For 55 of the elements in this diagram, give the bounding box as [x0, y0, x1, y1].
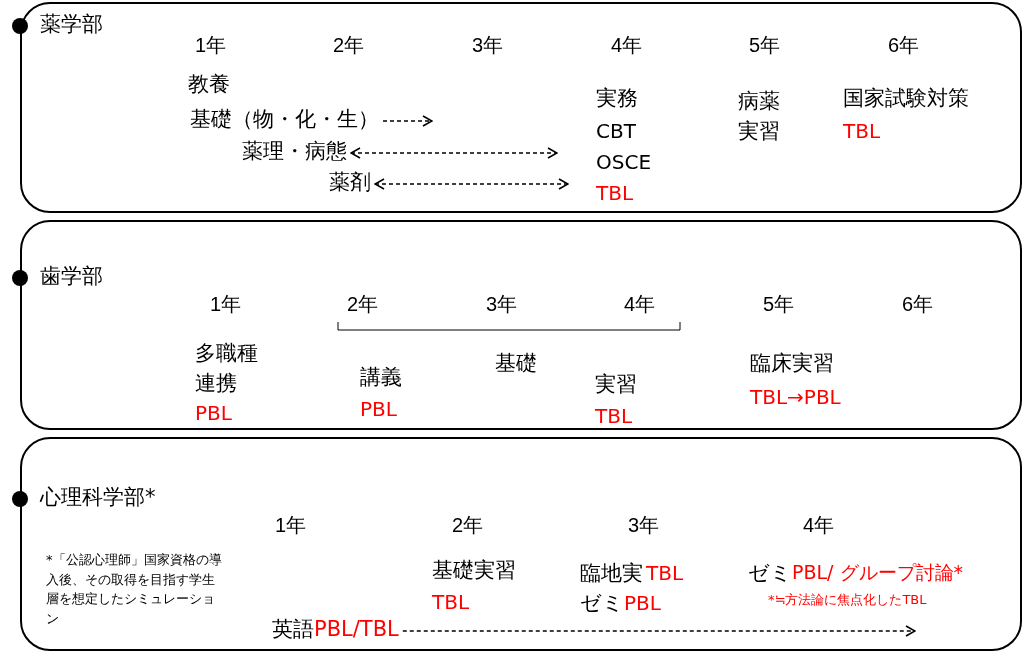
subject-text: TBL — [646, 561, 684, 585]
subject-text: PBL — [195, 401, 232, 425]
section-heading: 心理科学部* — [40, 485, 156, 511]
subject-text: 基礎 — [495, 351, 537, 377]
subject-text: TBL→PBL — [750, 385, 841, 409]
subject-text: 国家試験対策 — [843, 86, 969, 112]
subject-text: 薬剤 — [329, 170, 371, 194]
year-label: 4年 — [803, 513, 835, 537]
subject-text: PBL/ グループ討論* — [792, 561, 964, 584]
subject-text: CBT — [596, 119, 636, 143]
section-heading: 歯学部 — [40, 264, 103, 290]
subject-text: ゼミ — [580, 591, 624, 617]
dashed-arrow — [350, 147, 558, 159]
subject-text: 病薬実習 — [738, 88, 781, 146]
year-label: 3年 — [628, 513, 660, 537]
subject-text: OSCE — [596, 150, 652, 174]
dashed-arrow — [374, 178, 569, 190]
dashed-arrow — [402, 625, 916, 637]
note-text: *「公認心理師」国家資格の導入後、その取得を目指す学生層を想定したシミュレーション — [46, 551, 223, 628]
year-label: 2年 — [347, 292, 379, 316]
note-text: *≒方法論に焦点化したTBL — [768, 592, 927, 608]
year-label: 1年 — [275, 513, 307, 537]
subject-text: 臨床実習 — [750, 351, 834, 377]
subject-text: ゼミ — [748, 561, 792, 587]
dashed-arrow — [382, 115, 433, 127]
subject-text: TBL — [843, 119, 881, 143]
subject-text: TBL — [432, 590, 470, 614]
subject-text: 基礎実習 — [432, 558, 516, 584]
subject-text: 基礎（物・化・生） — [190, 107, 379, 131]
year-label: 1年 — [210, 292, 242, 316]
subject-text: 多職種連携 — [195, 340, 259, 398]
subject-text: 講義 — [360, 365, 402, 391]
year-label: 6年 — [888, 33, 920, 57]
subject-text: 薬理・病態 — [242, 139, 347, 163]
year-label: 3年 — [472, 33, 504, 57]
subject-text: 教養 — [188, 72, 230, 98]
subject-text: PBL — [624, 591, 661, 615]
subject-text: 臨地実 — [580, 561, 643, 587]
subject-text: TBL — [595, 404, 633, 428]
subject-text: 実習 — [595, 372, 637, 398]
year-label: 4年 — [624, 292, 656, 316]
year-label: 5年 — [763, 292, 795, 316]
year-label: 5年 — [749, 33, 781, 57]
year-label: 4年 — [611, 33, 643, 57]
subject-text: TBL — [596, 181, 634, 205]
method-text: PBL/TBL — [314, 617, 399, 641]
subject-text: PBL — [360, 397, 397, 421]
year-label: 2年 — [452, 513, 484, 537]
subject-text: 実務 — [596, 86, 638, 112]
year-label: 1年 — [195, 33, 227, 57]
year-label: 3年 — [486, 292, 518, 316]
subject-text: 英語 — [272, 617, 314, 641]
section-heading: 薬学部 — [40, 12, 103, 38]
year-label: 6年 — [902, 292, 934, 316]
year-label: 2年 — [333, 33, 365, 57]
